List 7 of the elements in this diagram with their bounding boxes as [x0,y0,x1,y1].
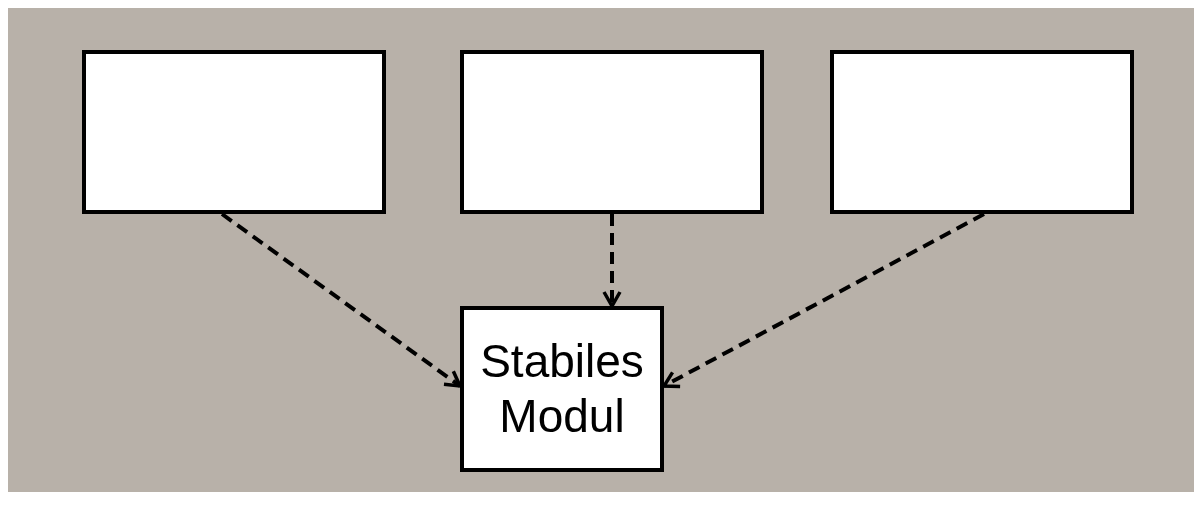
module-box [460,306,664,472]
empty-box [830,50,1134,214]
arrow [220,212,462,388]
empty-box [82,50,386,214]
empty-box [460,50,764,214]
module-label: Stabiles Modul [479,333,645,444]
arrow [602,214,622,308]
